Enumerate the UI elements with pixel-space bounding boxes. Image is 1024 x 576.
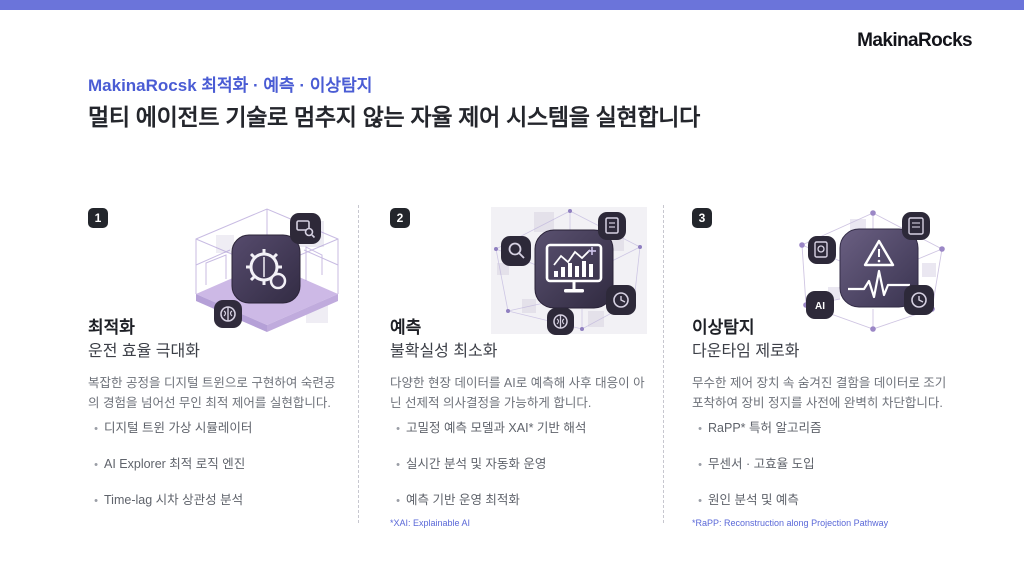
column-description: 복잡한 공정을 디지털 트윈으로 구현하여 숙련공의 경험을 넘어선 무인 최적… bbox=[88, 376, 336, 410]
report-icon bbox=[902, 212, 930, 240]
bullet-item: • 예측 기반 운영 최적화 bbox=[390, 489, 586, 508]
bullet-dot: • bbox=[698, 459, 702, 471]
bullet-text: 무센서 · 고효율 도입 bbox=[708, 457, 815, 471]
bullet-item: • 원인 분석 및 예측 bbox=[692, 489, 821, 508]
column-subtitle: 불확실성 최소화 bbox=[390, 343, 498, 360]
bullet-dot: • bbox=[396, 495, 400, 507]
alert-pulse-icon bbox=[839, 228, 919, 308]
bullet-item: • AI Explorer 최적 로직 엔진 bbox=[88, 453, 252, 472]
bullet-dot: • bbox=[396, 459, 400, 471]
clock-icon bbox=[904, 285, 934, 315]
digital-twin-illustration bbox=[186, 205, 348, 337]
column-title: 최적화 bbox=[88, 318, 135, 337]
scan-document-icon bbox=[808, 236, 836, 264]
bullet-text: RaPP* 특허 알고리즘 bbox=[708, 421, 822, 435]
bullet-item: • 무센서 · 고효율 도입 bbox=[692, 453, 821, 472]
bullet-text: AI Explorer 최적 로직 엔진 bbox=[104, 457, 246, 471]
search-icon bbox=[501, 236, 531, 266]
step-badge: 2 bbox=[390, 208, 410, 228]
feature-column-prediction: 2 bbox=[390, 205, 662, 550]
footnote-xai: *XAI: Explainable AI bbox=[390, 518, 471, 528]
bullet-dot: • bbox=[396, 423, 400, 435]
column-description: 무수한 제어 장치 속 숨겨진 결함을 데이터로 조기 포착하여 장비 정지를 … bbox=[692, 376, 947, 410]
bullet-item: • 디지털 트윈 가상 시뮬레이터 bbox=[88, 417, 252, 436]
column-divider bbox=[663, 205, 664, 523]
bullet-text: 디지털 트윈 가상 시뮬레이터 bbox=[104, 421, 253, 435]
feature-column-anomaly-detection: 3 bbox=[692, 205, 964, 550]
column-subtitle: 다운타임 제로화 bbox=[692, 343, 800, 360]
document-icon bbox=[598, 212, 626, 240]
brain-icon bbox=[214, 300, 242, 328]
bullet-text: 실시간 분석 및 자동화 운영 bbox=[406, 457, 547, 471]
ai-chip-icon: AI bbox=[806, 291, 834, 319]
svg-text:AI: AI bbox=[815, 301, 825, 312]
monitor-search-icon bbox=[290, 213, 321, 244]
brand-logo: MakinaRocks bbox=[857, 30, 972, 51]
sparkle bbox=[588, 247, 596, 255]
bullet-dot: • bbox=[698, 495, 702, 507]
page-title: 멀티 에이전트 기술로 멈추지 않는 자율 제어 시스템을 실현합니다 bbox=[88, 104, 700, 130]
brain-icon bbox=[547, 308, 574, 335]
top-accent-bar bbox=[0, 0, 1024, 10]
bullet-item: • Time-lag 시차 상관성 분석 bbox=[88, 489, 252, 508]
column-title: 이상탐지 bbox=[692, 318, 755, 337]
column-description: 다양한 현장 데이터를 AI로 예측해 사후 대응이 아닌 선제적 의사결정을 … bbox=[390, 376, 645, 410]
chart-monitor-icon bbox=[534, 229, 614, 309]
anomaly-illustration: AI bbox=[790, 205, 952, 337]
column-title: 예측 bbox=[390, 318, 422, 337]
bullet-item: • RaPP* 특허 알고리즘 bbox=[692, 417, 821, 436]
bullet-item: • 실시간 분석 및 자동화 운영 bbox=[390, 453, 586, 472]
bullet-list: • 디지털 트윈 가상 시뮬레이터 • AI Explorer 최적 로직 엔진 •… bbox=[88, 417, 252, 525]
prediction-illustration bbox=[488, 205, 650, 337]
bullet-dot: • bbox=[698, 423, 702, 435]
bullet-text: 원인 분석 및 예측 bbox=[708, 493, 799, 507]
footnote-rapp: *RaPP: Reconstruction along Projection P… bbox=[692, 518, 889, 528]
step-badge: 3 bbox=[692, 208, 712, 228]
bullet-text: 예측 기반 운영 최적화 bbox=[406, 493, 520, 507]
bullet-text: Time-lag 시차 상관성 분석 bbox=[104, 493, 244, 507]
bullet-text: 고밀정 예측 모델과 XAI* 기반 해석 bbox=[406, 421, 587, 435]
column-divider bbox=[358, 205, 359, 523]
bullet-list: •고밀정 예측 모델과 XAI* 기반 해석 •실시간 분석 및 자동화 운영 … bbox=[390, 417, 586, 525]
clock-icon bbox=[606, 285, 636, 315]
eyebrow-label: MakinaRocsk 최적화 · 예측 · 이상탐지 bbox=[88, 76, 373, 95]
bullet-dot: • bbox=[94, 459, 98, 471]
bullet-item: • 고밀정 예측 모델과 XAI* 기반 해석 bbox=[390, 417, 586, 436]
gear-brain-icon bbox=[231, 234, 301, 304]
column-subtitle: 운전 효율 극대화 bbox=[88, 343, 200, 360]
feature-column-optimization: 1 bbox=[88, 205, 360, 550]
step-badge: 1 bbox=[88, 208, 108, 228]
bullet-dot: • bbox=[94, 423, 98, 435]
bullet-dot: • bbox=[94, 495, 98, 507]
bullet-list: • RaPP* 특허 알고리즘 • 무센서 · 고효율 도입 • 원인 분석 및 예측 bbox=[692, 417, 821, 525]
